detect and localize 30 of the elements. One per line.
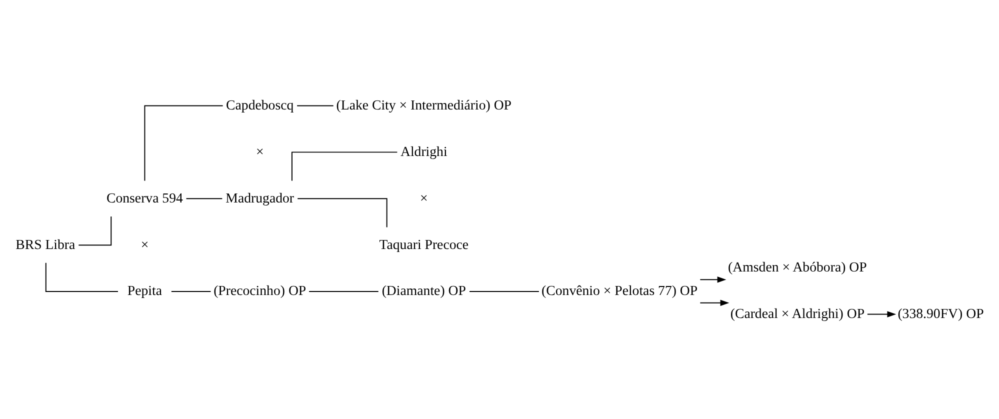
label: ×: [420, 190, 428, 205]
label: ×: [140, 236, 149, 252]
node-text: (Lake City × Intermediário) OP: [336, 96, 512, 112]
connector: [297, 198, 388, 228]
connector: [296, 104, 334, 106]
node-text: (Convênio × Pelotas 77) OP: [542, 282, 698, 298]
arrow: [700, 276, 726, 282]
label: ×: [256, 143, 264, 158]
node-text: (Diamante) OP: [382, 282, 466, 298]
connector: [170, 290, 212, 292]
connector: [144, 104, 224, 181]
node-text: (Precocinho) OP: [214, 282, 306, 298]
connector: [186, 198, 223, 199]
node-text: (Cardeal × Aldrighi) OP: [730, 305, 865, 320]
node-text: (Amsden × Abóbora) OP: [728, 258, 867, 274]
node-text: Aldrighi: [400, 143, 448, 158]
connector: [45, 262, 118, 292]
node-text: Madrugador: [226, 190, 294, 205]
connector: [469, 290, 540, 292]
connector: [308, 290, 379, 292]
connector: [78, 215, 112, 246]
node-text: Taquari Precoce: [379, 236, 469, 252]
node-text: BRS Libra: [16, 236, 76, 252]
node-text: Capdeboscq: [226, 96, 294, 112]
node-text: Pepita: [127, 282, 162, 298]
node-text: Conserva 594: [106, 190, 183, 205]
connector: [291, 151, 398, 181]
arrow: [700, 299, 730, 306]
arrow: [866, 310, 896, 317]
node-text: (338.90FV) OP: [898, 305, 984, 320]
